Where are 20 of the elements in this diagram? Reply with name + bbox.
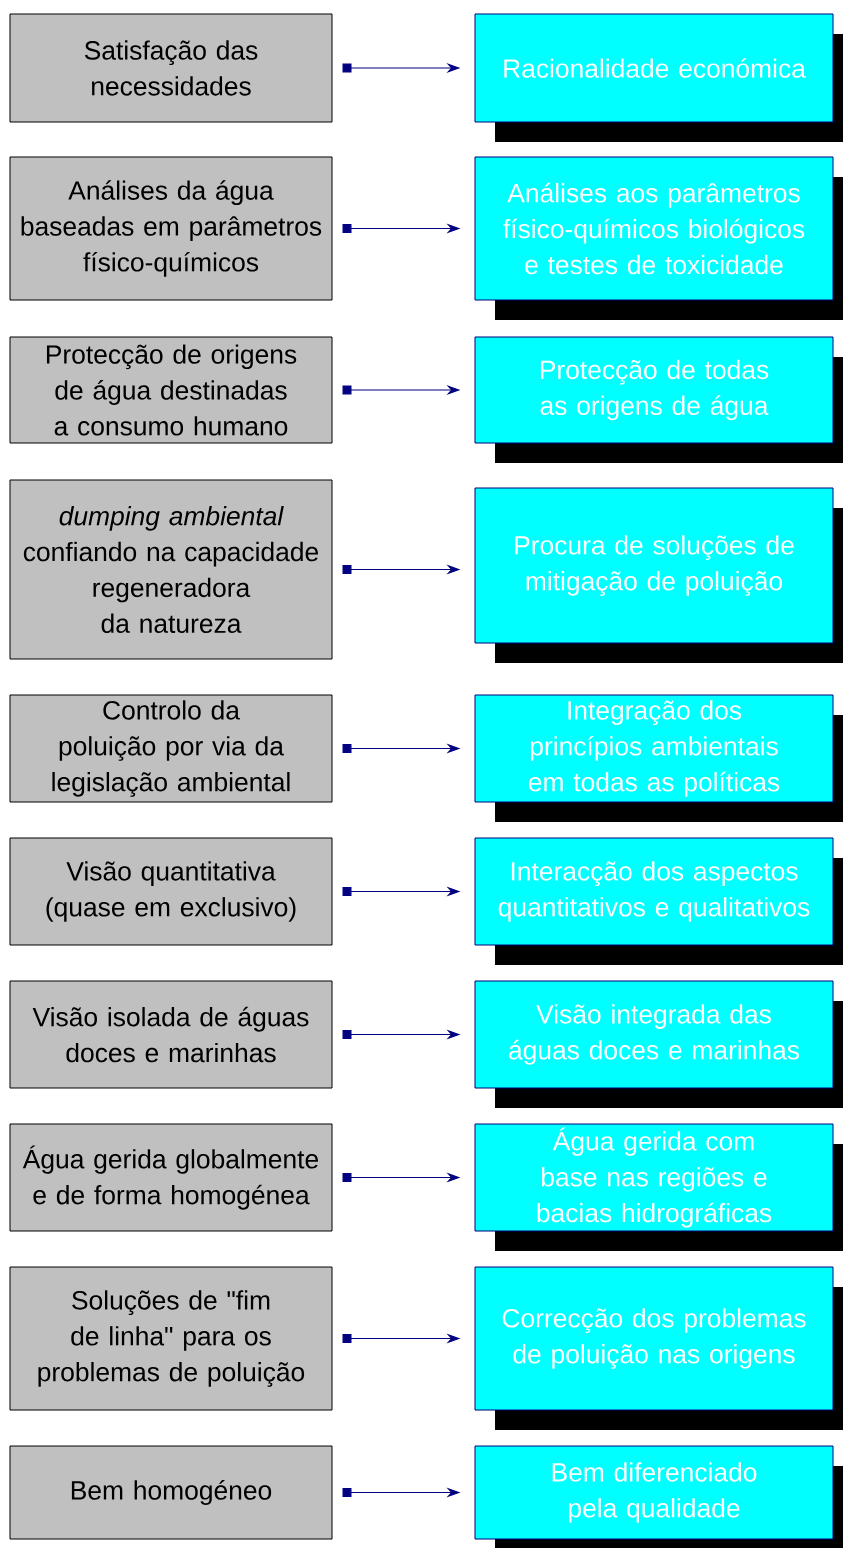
source-box: dumping ambiental confiando na capacidade regeneradora da natureza — [9, 479, 333, 660]
result-box: Análises aos parâmetros físico-químicos biológicos e testes de toxicidade — [474, 156, 843, 320]
source-box: Controlo da poluição por via da legislação ambiental — [9, 694, 333, 803]
source-box: Soluções de "fim de linha" para os problemas de poluição — [9, 1266, 333, 1411]
result-box: Correcção dos problemas de poluição nas origens — [474, 1266, 843, 1430]
result-box: Visão integrada das águas doces e marinhas — [474, 980, 843, 1108]
result-box: Racionalidade económica — [474, 13, 843, 142]
result-box: Procura de soluções de mitigação de poluição — [474, 487, 843, 663]
source-box: Água gerida globalmente e de forma homogénea — [9, 1123, 333, 1232]
result-box: Bem diferenciado pela qualidade — [474, 1445, 843, 1548]
result-box: Integração dos princípios ambientais em todas as políticas — [474, 694, 843, 822]
result-box: Água gerida com base nas regiões e bacias hidrográficas — [474, 1123, 843, 1251]
source-box: Análises da água baseadas em parâmetros físico-químicos — [9, 156, 333, 301]
result-box: Protecção de todas as origens de água — [474, 336, 843, 463]
source-box: Visão isolada de águas doces e marinhas — [9, 980, 333, 1089]
source-box: Visão quantitativa (quase em exclusivo) — [9, 837, 333, 946]
source-box: Protecção de origens de água destinadas a consumo humano — [9, 336, 333, 444]
result-box: Interacção dos aspectos quantitativos e qualitativos — [474, 837, 843, 965]
source-box: Bem homogéneo — [9, 1445, 333, 1540]
source-box: Satisfação das necessidades — [9, 13, 333, 123]
